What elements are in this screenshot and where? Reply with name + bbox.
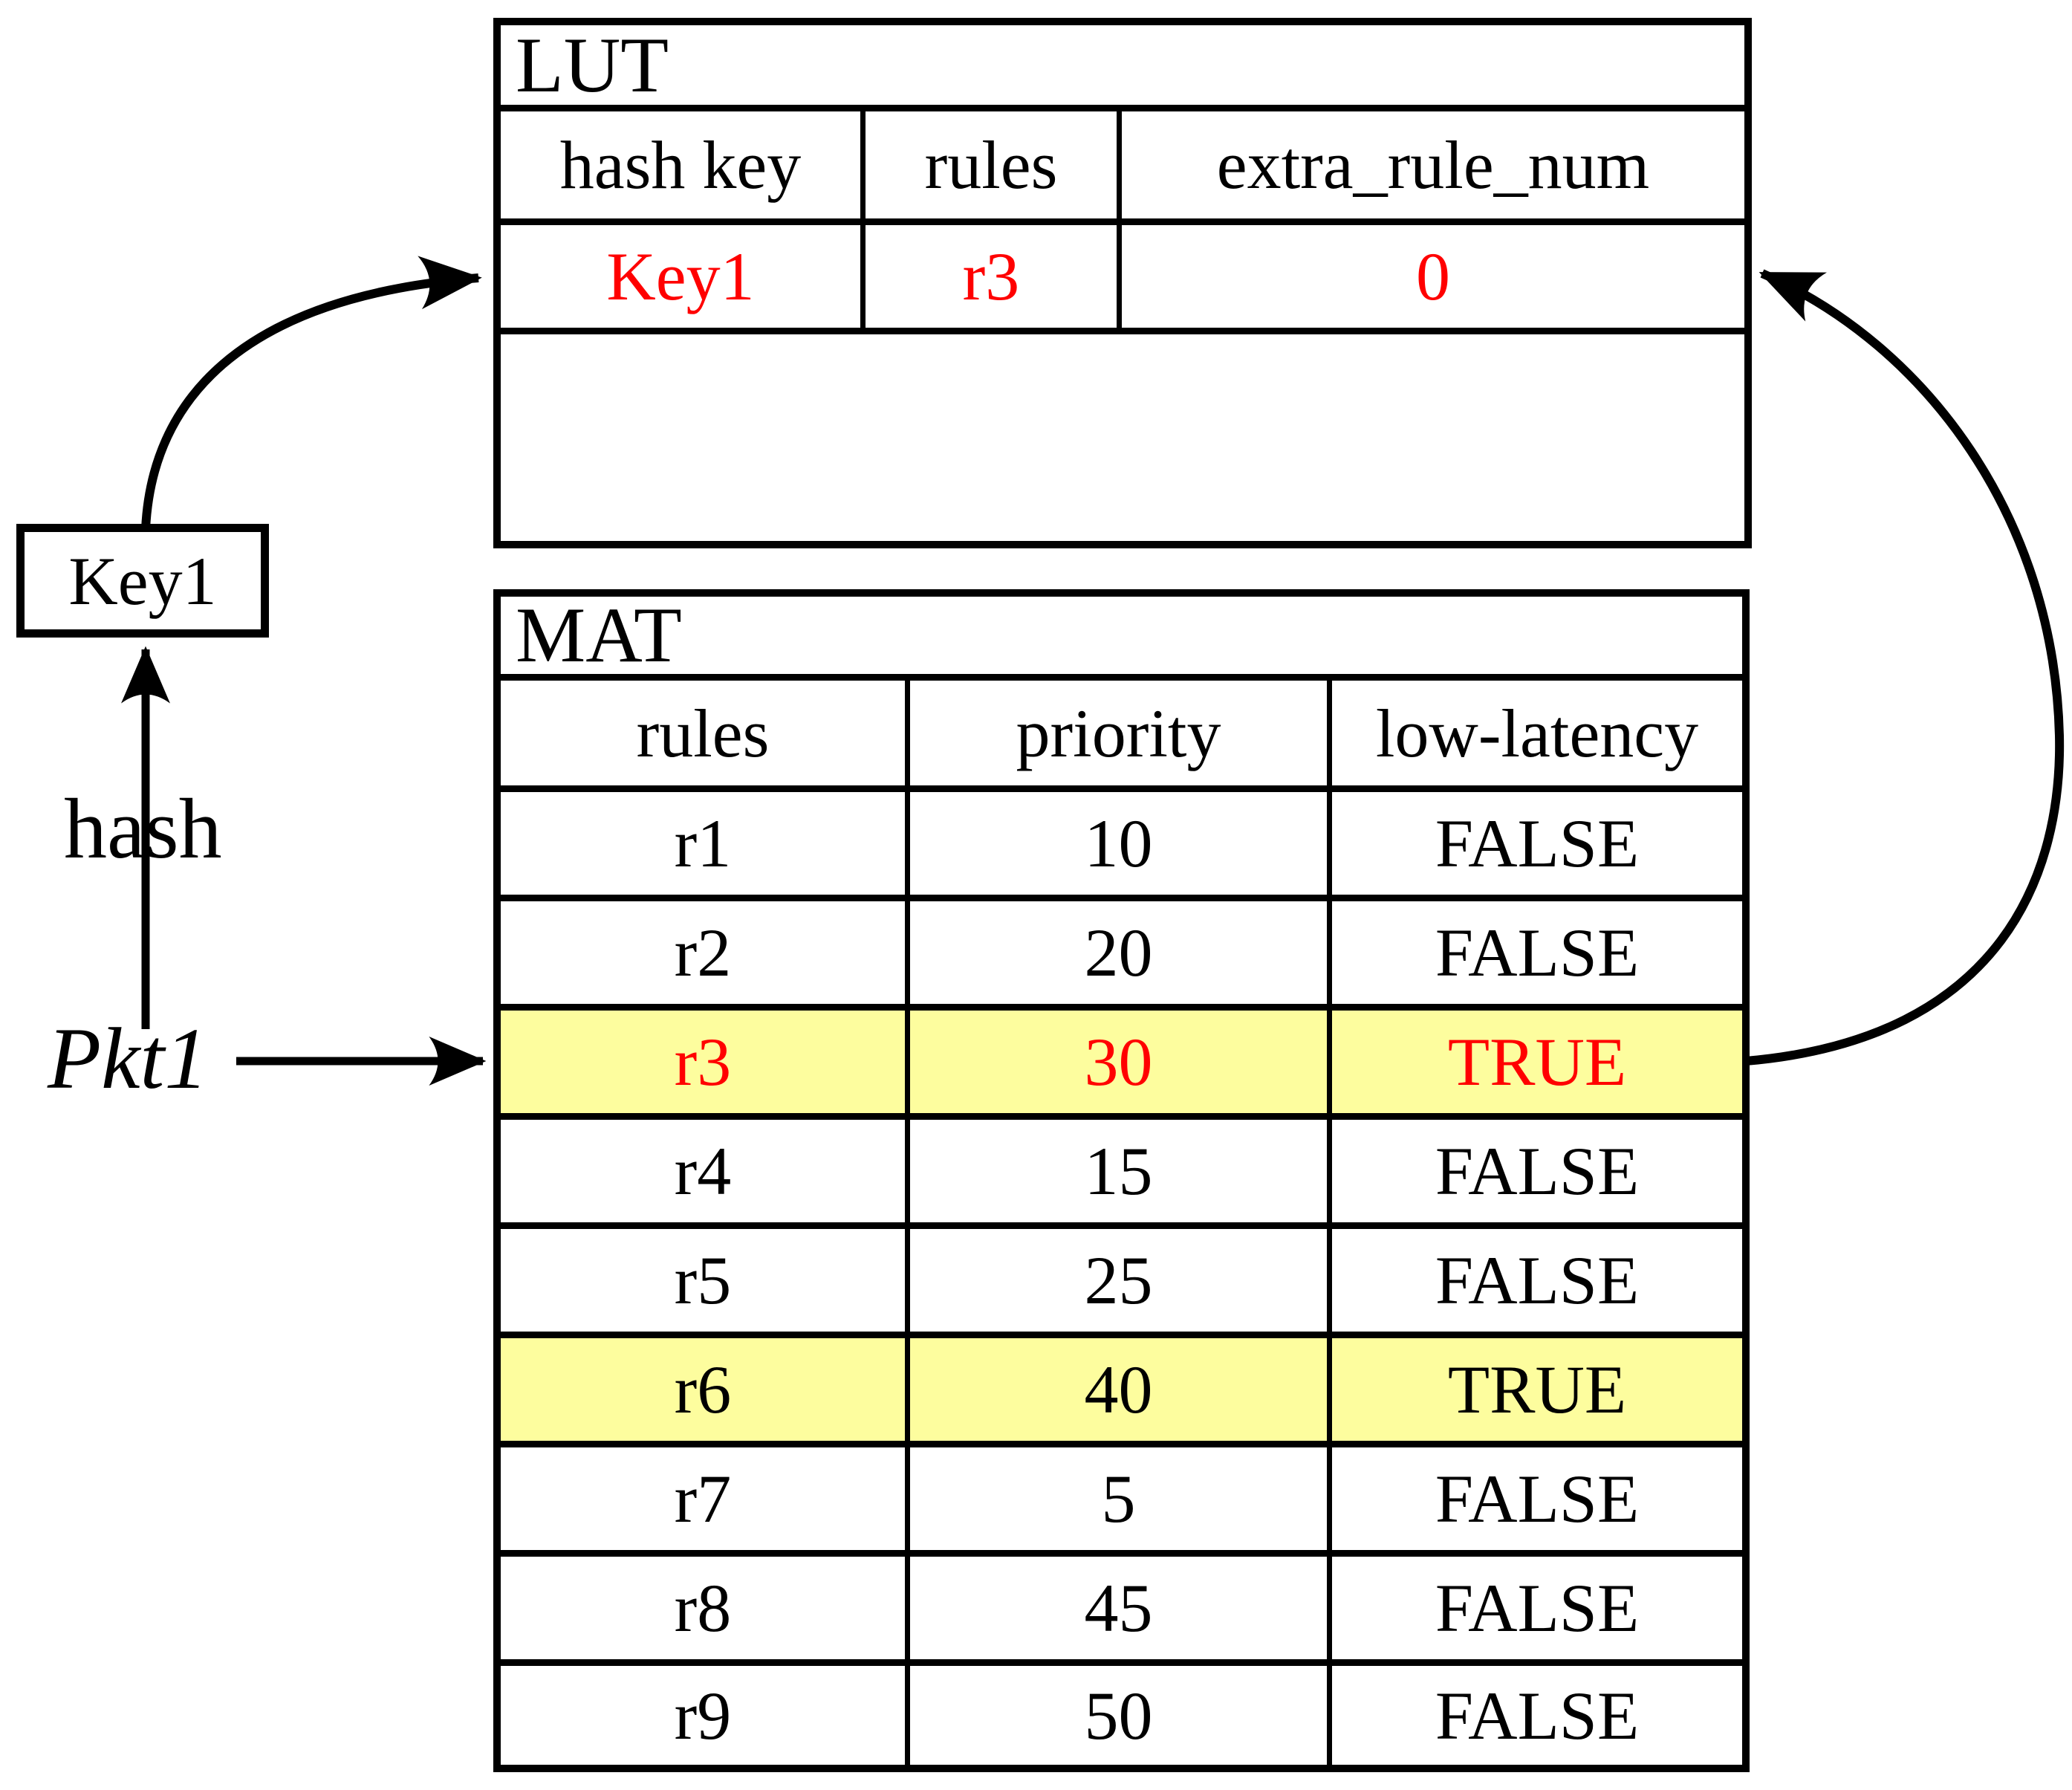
mat-cell-priority: 40 — [910, 1338, 1332, 1441]
lut-data-row: Key1 r3 0 — [501, 225, 1744, 334]
lut-header-row: hash key rules extra_rule_num — [501, 111, 1744, 225]
mat-cell-low-latency: FALSE — [1435, 915, 1640, 990]
mat-cell-rule: r7 — [501, 1447, 910, 1550]
mat-cell-low-latency: FALSE — [1435, 805, 1640, 881]
table-row-r4: r4 15 FALSE — [501, 1120, 1742, 1229]
lut-table-title: LUT — [516, 21, 669, 108]
mat-cell-priority: 25 — [910, 1229, 1332, 1332]
mat-cell-priority: 20 — [910, 901, 1332, 1004]
mat-cell-priority: 15 — [910, 1120, 1332, 1222]
mat-table-title: MAT — [516, 591, 682, 678]
table-row-r7: r7 5 FALSE — [501, 1447, 1742, 1557]
mat-cell-low-latency: FALSE — [1435, 1133, 1640, 1209]
mat-cell-priority: 10 — [910, 792, 1332, 895]
mat-cell-low-latency: FALSE — [1435, 1242, 1640, 1318]
r3-to-lut-arrow — [1745, 269, 2065, 1066]
table-row-r3-highlighted: r3 30 TRUE — [501, 1011, 1742, 1120]
mat-header-priority: priority — [910, 681, 1332, 785]
mat-cell-priority: 30 — [910, 1011, 1332, 1113]
mat-header-rules: rules — [501, 681, 910, 785]
table-row-r5: r5 25 FALSE — [501, 1229, 1742, 1338]
mat-cell-rule: r8 — [501, 1557, 910, 1659]
table-row-r9: r9 50 FALSE — [501, 1666, 1742, 1765]
mat-cell-low-latency: FALSE — [1435, 1461, 1640, 1537]
mat-cell-priority: 50 — [910, 1666, 1332, 1765]
mat-cell-low-latency: FALSE — [1435, 1677, 1640, 1754]
mat-cell-rule: r4 — [501, 1120, 910, 1222]
key1-box: Key1 — [16, 524, 269, 638]
mat-table-title-row: MAT — [501, 591, 1742, 681]
mat-cell-rule: r9 — [501, 1666, 910, 1765]
mat-header-row: rules priority low-latency — [501, 681, 1742, 792]
mat-header-low-latency: low-latency — [1375, 695, 1699, 771]
mat-cell-rule: r2 — [501, 901, 910, 1004]
table-row-r2: r2 20 FALSE — [501, 901, 1742, 1011]
mat-cell-rule: r3 — [501, 1011, 910, 1113]
lut-cell-hash-key: Key1 — [501, 225, 866, 328]
table-row-r1: r1 10 FALSE — [501, 792, 1742, 901]
lut-table-title-row: LUT — [501, 25, 1744, 111]
mat-cell-priority: 5 — [910, 1447, 1332, 1550]
lut-table: LUT hash key rules extra_rule_num Key1 r… — [493, 18, 1752, 548]
hash-label: hash — [64, 782, 222, 877]
mat-cell-priority: 45 — [910, 1557, 1332, 1659]
mat-cell-low-latency: FALSE — [1435, 1570, 1640, 1646]
mat-cell-low-latency: TRUE — [1332, 1011, 1742, 1113]
lut-header-rules: rules — [866, 111, 1122, 218]
table-row-r6-highlighted: r6 40 TRUE — [501, 1338, 1742, 1447]
table-row-r8: r8 45 FALSE — [501, 1557, 1742, 1666]
lut-header-hash-key: hash key — [501, 111, 866, 218]
mat-cell-rule: r5 — [501, 1229, 910, 1332]
lut-cell-rules: r3 — [866, 225, 1122, 328]
key1-box-label: Key1 — [68, 542, 217, 619]
key1-to-lut-arrow — [141, 256, 482, 530]
mat-cell-rule: r1 — [501, 792, 910, 895]
lut-empty-area — [501, 334, 1744, 541]
mat-cell-low-latency: TRUE — [1332, 1338, 1742, 1441]
lut-cell-extra-rule-num: 0 — [1416, 239, 1450, 314]
pkt1-label: Pkt1 — [48, 1010, 209, 1107]
lut-header-extra-rule-num: extra_rule_num — [1216, 127, 1650, 203]
mat-cell-rule: r6 — [501, 1338, 910, 1441]
mat-table: MAT rules priority low-latency r1 10 FAL… — [493, 589, 1750, 1772]
